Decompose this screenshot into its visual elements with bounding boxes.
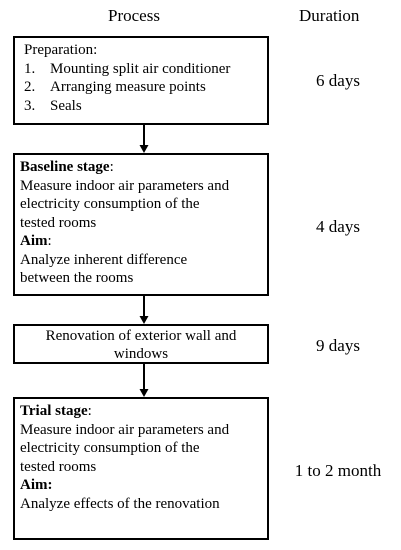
trial-title-label: Trial stage [20,403,88,419]
process-column-header: Process [108,6,160,25]
list-item-text: Seals [50,97,82,114]
arrow-preparation-to-baseline [139,125,149,153]
trial-description-line: electricity consumption of the [20,440,200,456]
preparation-title: Preparation: [24,42,98,58]
duration-trial: 1 to 2 month [294,461,382,480]
baseline-aim-line: Analyze inherent difference [20,251,188,268]
duration-renovation: 9 days [316,336,360,355]
list-item: 3. Seals [24,97,259,116]
renovation-text-line: Renovation of exterior wall and [45,328,237,344]
baseline-aim-line: between the rooms [20,270,134,286]
baseline-title-colon: : [109,159,114,175]
duration-baseline: 4 days [316,217,360,236]
baseline-aim-label: Aim [20,233,48,249]
list-item-number: 2. [24,79,36,95]
baseline-aim-colon: : [47,233,52,249]
list-item: 2. Arranging measure points [24,78,259,97]
baseline-aim-heading: Aim: [20,232,259,251]
list-item: 1. Mounting split air conditioner [24,60,259,79]
trial-aim-line: Analyze effects of the renovation [20,495,220,512]
arrow-baseline-to-renovation [139,296,149,324]
list-item-number: 3. [24,97,36,114]
trial-aim-label: Aim: [20,477,53,493]
preparation-box: Preparation: 1. Mounting split air condi… [13,36,269,125]
baseline-description-line: tested rooms [20,214,97,231]
trial-title: Trial stage: [20,402,259,421]
duration-column-header: Duration [299,6,360,25]
list-item-text: Mounting split air conditioner [50,60,231,77]
trial-description-line: tested rooms [20,458,97,475]
arrow-renovation-to-trial [139,364,149,397]
baseline-description-line: electricity consumption of the [20,196,200,212]
duration-preparation: 6 days [316,71,360,90]
trial-stage-box: Trial stage: Measure indoor air paramete… [13,397,269,540]
trial-title-colon: : [87,403,92,419]
list-item-text: Arranging measure points [50,79,206,95]
renovation-box: Renovation of exterior wall and windows [13,324,269,364]
baseline-title-label: Baseline stage [20,159,110,175]
baseline-description-line: Measure indoor air parameters and [20,177,230,194]
trial-description-line: Measure indoor air parameters and [20,421,230,438]
list-item-number: 1. [24,60,36,77]
baseline-title: Baseline stage: [20,158,259,177]
renovation-text-line: windows [113,346,169,362]
baseline-stage-box: Baseline stage: Measure indoor air param… [13,153,269,296]
